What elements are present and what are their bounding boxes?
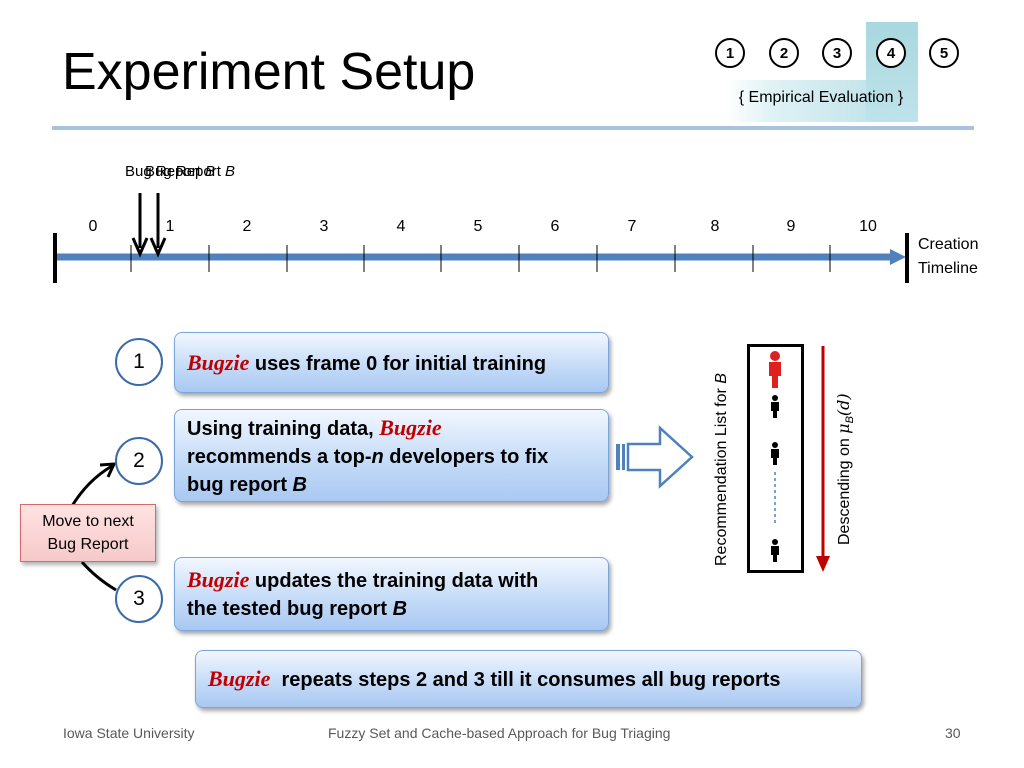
loop-arrow-down	[80, 561, 117, 592]
timeline-end-label: Creation Timeline	[918, 236, 979, 277]
tick-label: 6	[550, 218, 560, 235]
tick-label: 10	[859, 218, 877, 235]
descending-label: Descending on μB(d)	[834, 393, 857, 545]
title-divider	[52, 126, 974, 130]
person-icon	[769, 351, 781, 388]
tick-label: 1	[165, 218, 175, 235]
tick-label: 0	[88, 218, 98, 235]
final-step-box: Bugzie repeats steps 2 and 3 till it con…	[195, 650, 862, 708]
bug-report-label-2: Bug Report B	[145, 163, 236, 180]
slide-title: Experiment Setup	[62, 43, 476, 101]
nav-subtitle: { Empirical Evaluation }	[738, 89, 904, 106]
tick-label: 9	[786, 218, 796, 235]
brand-bugzie: Bugzie	[187, 350, 250, 375]
nav-step-4-active[interactable]: 4	[876, 38, 906, 68]
brand-bugzie: Bugzie	[208, 666, 271, 691]
move-next-box: Move to next Bug Report	[20, 504, 156, 562]
loop-arrow-up	[70, 464, 113, 507]
step-3-box: Bugzie updates the training data with th…	[174, 557, 609, 631]
footer-page-number: 30	[945, 725, 961, 741]
step-3-circle: 3	[115, 575, 163, 623]
nav-step-3[interactable]: 3	[822, 38, 852, 68]
tick-label: 5	[473, 218, 483, 235]
tick-label: 4	[396, 218, 406, 235]
person-icon	[771, 395, 779, 418]
nav-step-1[interactable]: 1	[715, 38, 745, 68]
loop-arrows	[70, 462, 117, 592]
timeline-graphic	[53, 193, 909, 283]
timeline-arrowhead	[890, 249, 906, 265]
person-icon	[771, 442, 779, 465]
footer-institution: Iowa State University	[63, 725, 195, 741]
step-1-box: Bugzie uses frame 0 for initial training	[174, 332, 609, 393]
step-2-circle: 2	[115, 437, 163, 485]
nav-step-5[interactable]: 5	[929, 38, 959, 68]
step-2-box: Using training data, Bugzie recommends a…	[174, 409, 609, 502]
tick-label: 8	[710, 218, 720, 235]
descending-arrow	[816, 346, 830, 572]
person-icon	[771, 539, 779, 562]
nav-step-2[interactable]: 2	[769, 38, 799, 68]
tick-label: 3	[319, 218, 329, 235]
tick-label: 2	[242, 218, 252, 235]
brand-bugzie: Bugzie	[187, 567, 250, 592]
footer-talk-title: Fuzzy Set and Cache-based Approach for B…	[328, 725, 671, 741]
recommendation-list-label: Recommendation List for B	[713, 373, 730, 566]
tick-label: 7	[627, 218, 637, 235]
brand-bugzie: Bugzie	[379, 415, 442, 440]
step-1-circle: 1	[115, 338, 163, 386]
recommendation-people	[769, 351, 781, 562]
block-arrow-icon	[616, 425, 694, 489]
bug-report-label-1: Bug Report B	[125, 163, 216, 180]
